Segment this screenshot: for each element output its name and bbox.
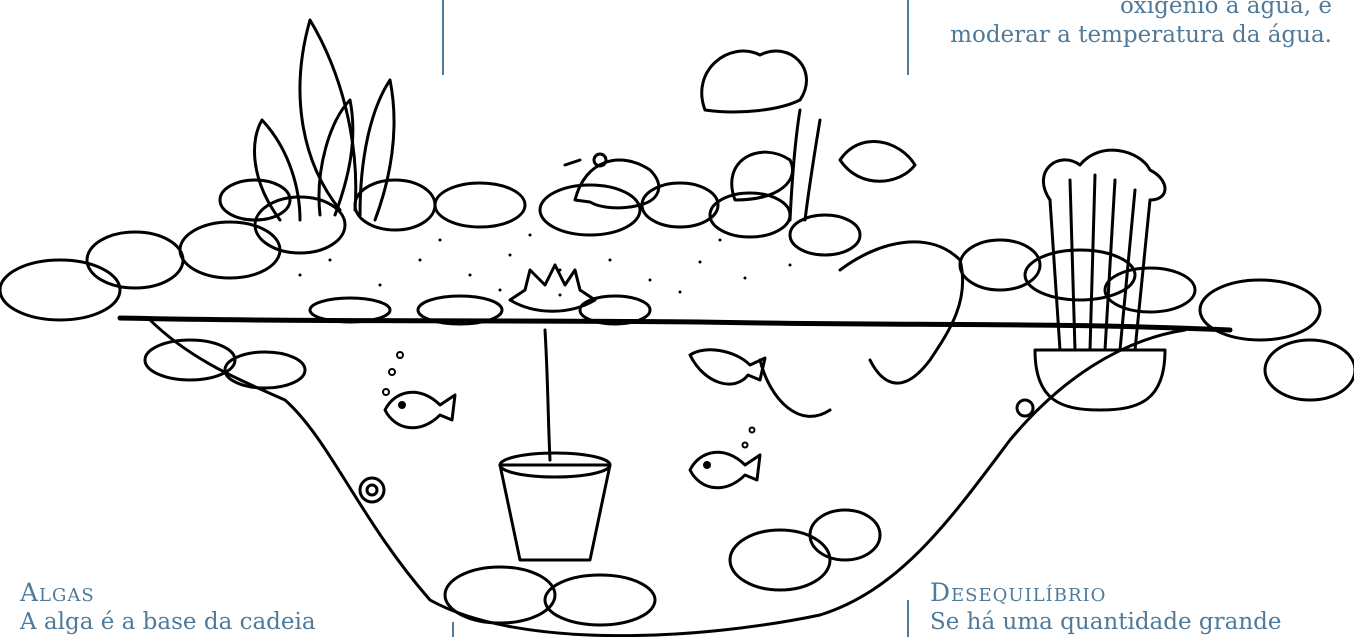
frog [565,154,659,208]
pebble [1017,400,1033,416]
centre-bank-stones [310,183,860,324]
snail [360,478,384,502]
left-bank-stones [0,180,435,388]
caption-top-right: oxigênio à água, e moderar a temperatura… [950,0,1332,50]
callout-algas-heading: Algas [20,578,316,608]
tall-leaf-plant [255,20,395,220]
gravel-texture [299,234,792,297]
fallen-log [760,242,963,416]
callout-desequilibrio-heading: Desequilíbrio [930,578,1281,608]
water-surface-line [120,318,1230,330]
caption-top-right-line1: oxigênio à água, e [950,0,1332,21]
bottom-stones [445,510,880,625]
callout-desequilibrio-body: Se há uma quantidade grande [930,608,1281,637]
heart-leaf-plant [702,51,915,220]
right-bank-stones [960,240,1354,400]
callout-desequilibrio: Desequilíbrio Se há uma quantidade grand… [930,578,1281,637]
callout-algas-body: A alga é a base da cadeia [20,608,316,637]
tall-grass-pot [1035,150,1165,410]
callout-algas: Algas A alga é a base da cadeia [20,578,316,637]
caption-top-right-line2: moderar a temperatura da água. [950,21,1332,50]
fish [385,350,765,488]
water-lily-pot [500,265,610,560]
